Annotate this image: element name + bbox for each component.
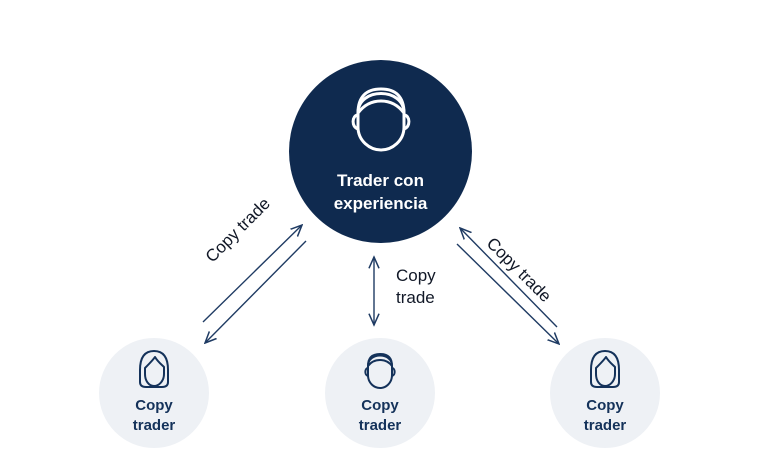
man-face-icon [364,353,396,389]
follower-label-right: Copy trader [583,397,627,434]
edge-label-middle: Copy trade [396,266,436,307]
arrow-right-up [460,228,558,328]
arrow-left-up [202,225,302,323]
arrow-left-down [205,240,307,343]
follower-label-middle: Copy trader [358,397,402,434]
copy-trader-node-middle: Copy trader [325,338,435,448]
experienced-trader-node: Trader con experiencia [289,60,472,243]
arrow-right-down [456,243,559,344]
man-face-icon [351,87,410,152]
main-node-label: Trader con experiencia [333,171,428,213]
woman-face-icon [139,350,169,388]
woman-face-icon [590,350,620,388]
follower-label-left: Copy trader [132,397,176,434]
copy-trader-node-right: Copy trader [550,338,660,448]
copy-trader-node-left: Copy trader [99,338,209,448]
